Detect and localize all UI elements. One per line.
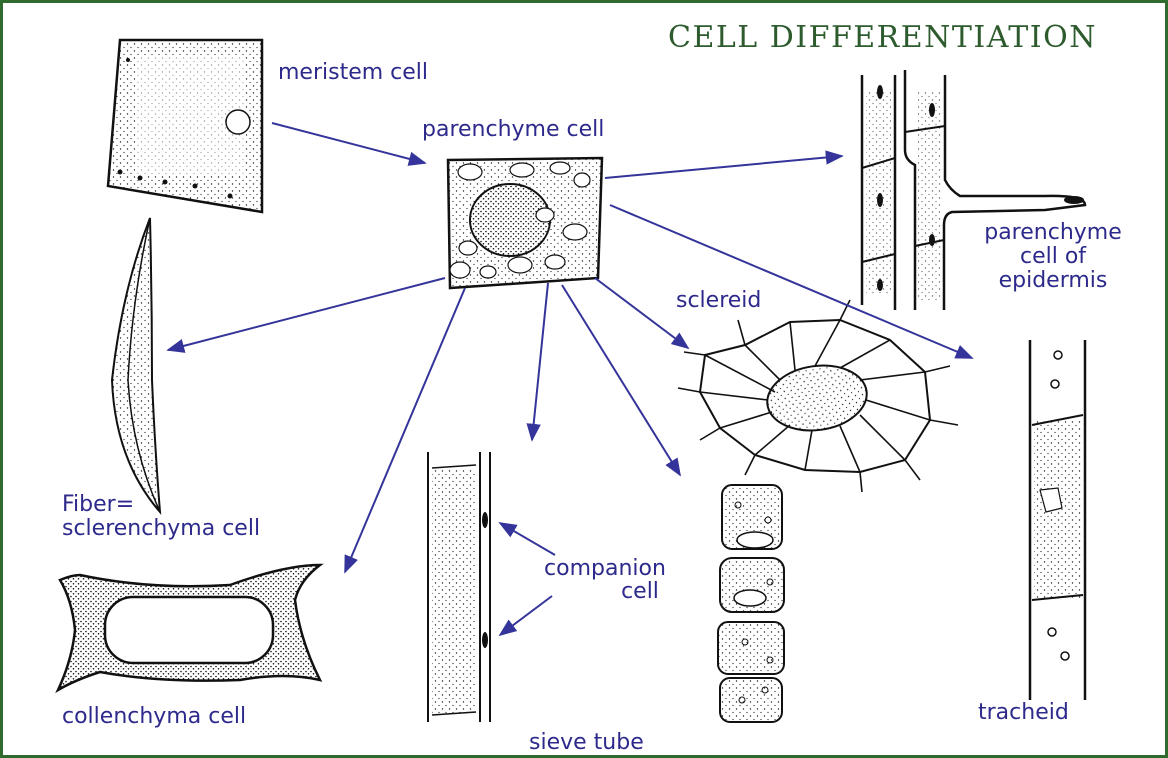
arrow-companion-label-upper	[500, 523, 555, 555]
label-tracheid: tracheid	[978, 700, 1069, 726]
arrow-to-sieve-tube	[532, 283, 548, 440]
arrow-to-fiber	[168, 278, 445, 350]
label-fiber-line1: Fiber=	[62, 492, 134, 518]
fiber-cell-drawing	[112, 218, 160, 512]
arrow-to-sclereid	[595, 278, 688, 348]
tracheid-drawing	[1030, 340, 1085, 700]
label-epidermis-line1: parenchyme	[958, 220, 1148, 246]
arrow-meristem-to-parenchyme	[272, 123, 425, 163]
label-sclereid: sclereid	[676, 288, 761, 314]
diagram-title: CELL DIFFERENTIATION	[668, 20, 1097, 55]
label-sieve-tube: sieve tube	[529, 730, 644, 756]
label-collenchyma-cell: collenchyma cell	[62, 704, 246, 730]
label-meristem-cell: meristem cell	[278, 60, 428, 86]
meristem-cell-drawing	[108, 40, 262, 212]
arrow-to-epidermis	[605, 156, 842, 178]
sclereid-drawing	[678, 300, 958, 492]
label-epidermis-line3: epidermis	[958, 268, 1148, 294]
label-companion-line2: cell	[540, 579, 740, 605]
label-epidermis-line2: cell of	[958, 244, 1148, 270]
label-fiber-line2: sclerenchyma cell	[62, 516, 260, 542]
arrow-to-companion-cell	[562, 285, 680, 475]
sieve-tube-drawing	[428, 452, 490, 722]
parenchyme-cell-drawing	[448, 158, 602, 288]
collenchyma-cell-drawing	[58, 565, 320, 690]
label-parenchyme-cell: parenchyme cell	[422, 117, 604, 143]
